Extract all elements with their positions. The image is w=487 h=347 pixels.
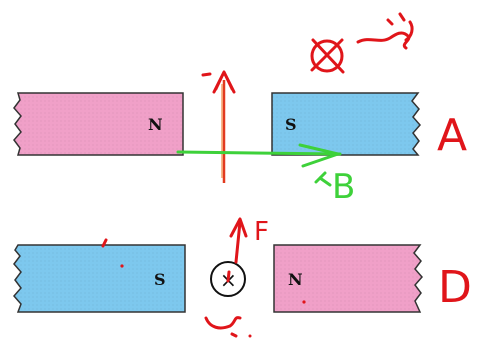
field-label-b: B	[332, 167, 355, 207]
pole-label-s: S	[154, 270, 166, 289]
arrowhead-mark	[212, 70, 236, 94]
handwritten-note	[356, 12, 414, 50]
minus-sign-mark	[201, 72, 212, 77]
pole-label-n: N	[148, 115, 163, 134]
pole-label-n: N	[288, 270, 303, 289]
wire-current-symbol: ×	[210, 261, 246, 297]
bottom-left-magnet: S	[13, 238, 186, 313]
current-arrow	[201, 70, 236, 183]
pole-label-s: S	[285, 115, 297, 134]
force-arrow: F	[229, 217, 269, 264]
field-arrow	[176, 143, 342, 168]
top-left-magnet: N	[13, 92, 184, 156]
field-label: B	[314, 167, 355, 207]
into-page-symbol	[310, 38, 345, 74]
handwritten-mark	[204, 316, 252, 338]
top-right-magnet: S	[271, 92, 421, 156]
label-d: D	[438, 262, 472, 313]
bottom-right-magnet: N	[273, 244, 423, 313]
force-label: F	[254, 217, 269, 247]
label-a: A	[437, 110, 467, 161]
